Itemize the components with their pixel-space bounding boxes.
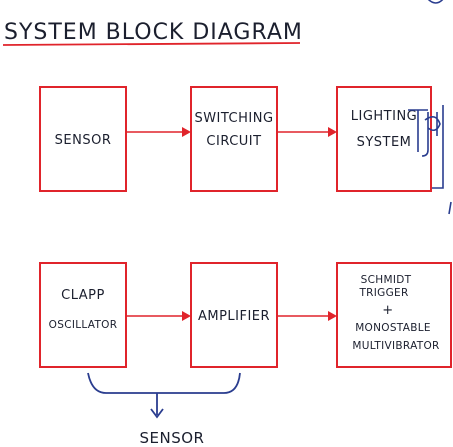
amplifier-label: AMPLIFIER xyxy=(198,309,270,324)
monostable-label: MONOSTABLE xyxy=(355,322,431,334)
arrow-amplifier-to-schmidt xyxy=(277,311,337,321)
schmidt-label-line2: TRIGGER xyxy=(358,287,408,299)
lighting-scribble-2 xyxy=(424,112,441,136)
diagram-title: SYSTEM BLOCK DIAGRAM xyxy=(4,20,303,45)
lighting-label-line2: SYSTEM xyxy=(357,135,412,150)
lighting-system-block xyxy=(336,86,432,192)
plus-sign: + xyxy=(382,303,393,318)
lighting-label-line1: LIGHTING xyxy=(351,109,418,124)
clapp-label-line2: OSCILLATOR xyxy=(49,319,118,331)
lighting-scribble xyxy=(408,109,429,157)
schmidt-label-line1: SCHMIDT xyxy=(361,274,412,286)
arrow-sensor-to-switching xyxy=(126,127,191,137)
arrow-clapp-to-amplifier xyxy=(126,311,191,321)
lighting-bracket xyxy=(432,105,444,189)
switching-label-line2: CIRCUIT xyxy=(206,134,261,149)
sensor-block xyxy=(39,86,127,192)
switching-circuit-block xyxy=(190,86,278,192)
corner-scribble xyxy=(427,0,444,4)
sensor-label: SENSOR xyxy=(55,133,112,148)
brace-arrowhead xyxy=(150,408,164,419)
title-underline xyxy=(2,42,301,46)
clapp-oscillator-block xyxy=(39,262,127,368)
switching-label-line1: SWITCHING xyxy=(194,111,273,126)
clapp-label-line1: CLAPP xyxy=(61,288,105,303)
multivibrator-label: MULTIVIBRATOR xyxy=(352,340,439,352)
edge-scribble xyxy=(448,201,452,215)
amplifier-block xyxy=(190,262,278,368)
arrow-switching-to-lighting xyxy=(277,127,337,137)
schmidt-trigger-block xyxy=(336,262,452,368)
bottom-sensor-label: SENSOR xyxy=(140,429,205,447)
sensor-brace xyxy=(87,372,241,394)
